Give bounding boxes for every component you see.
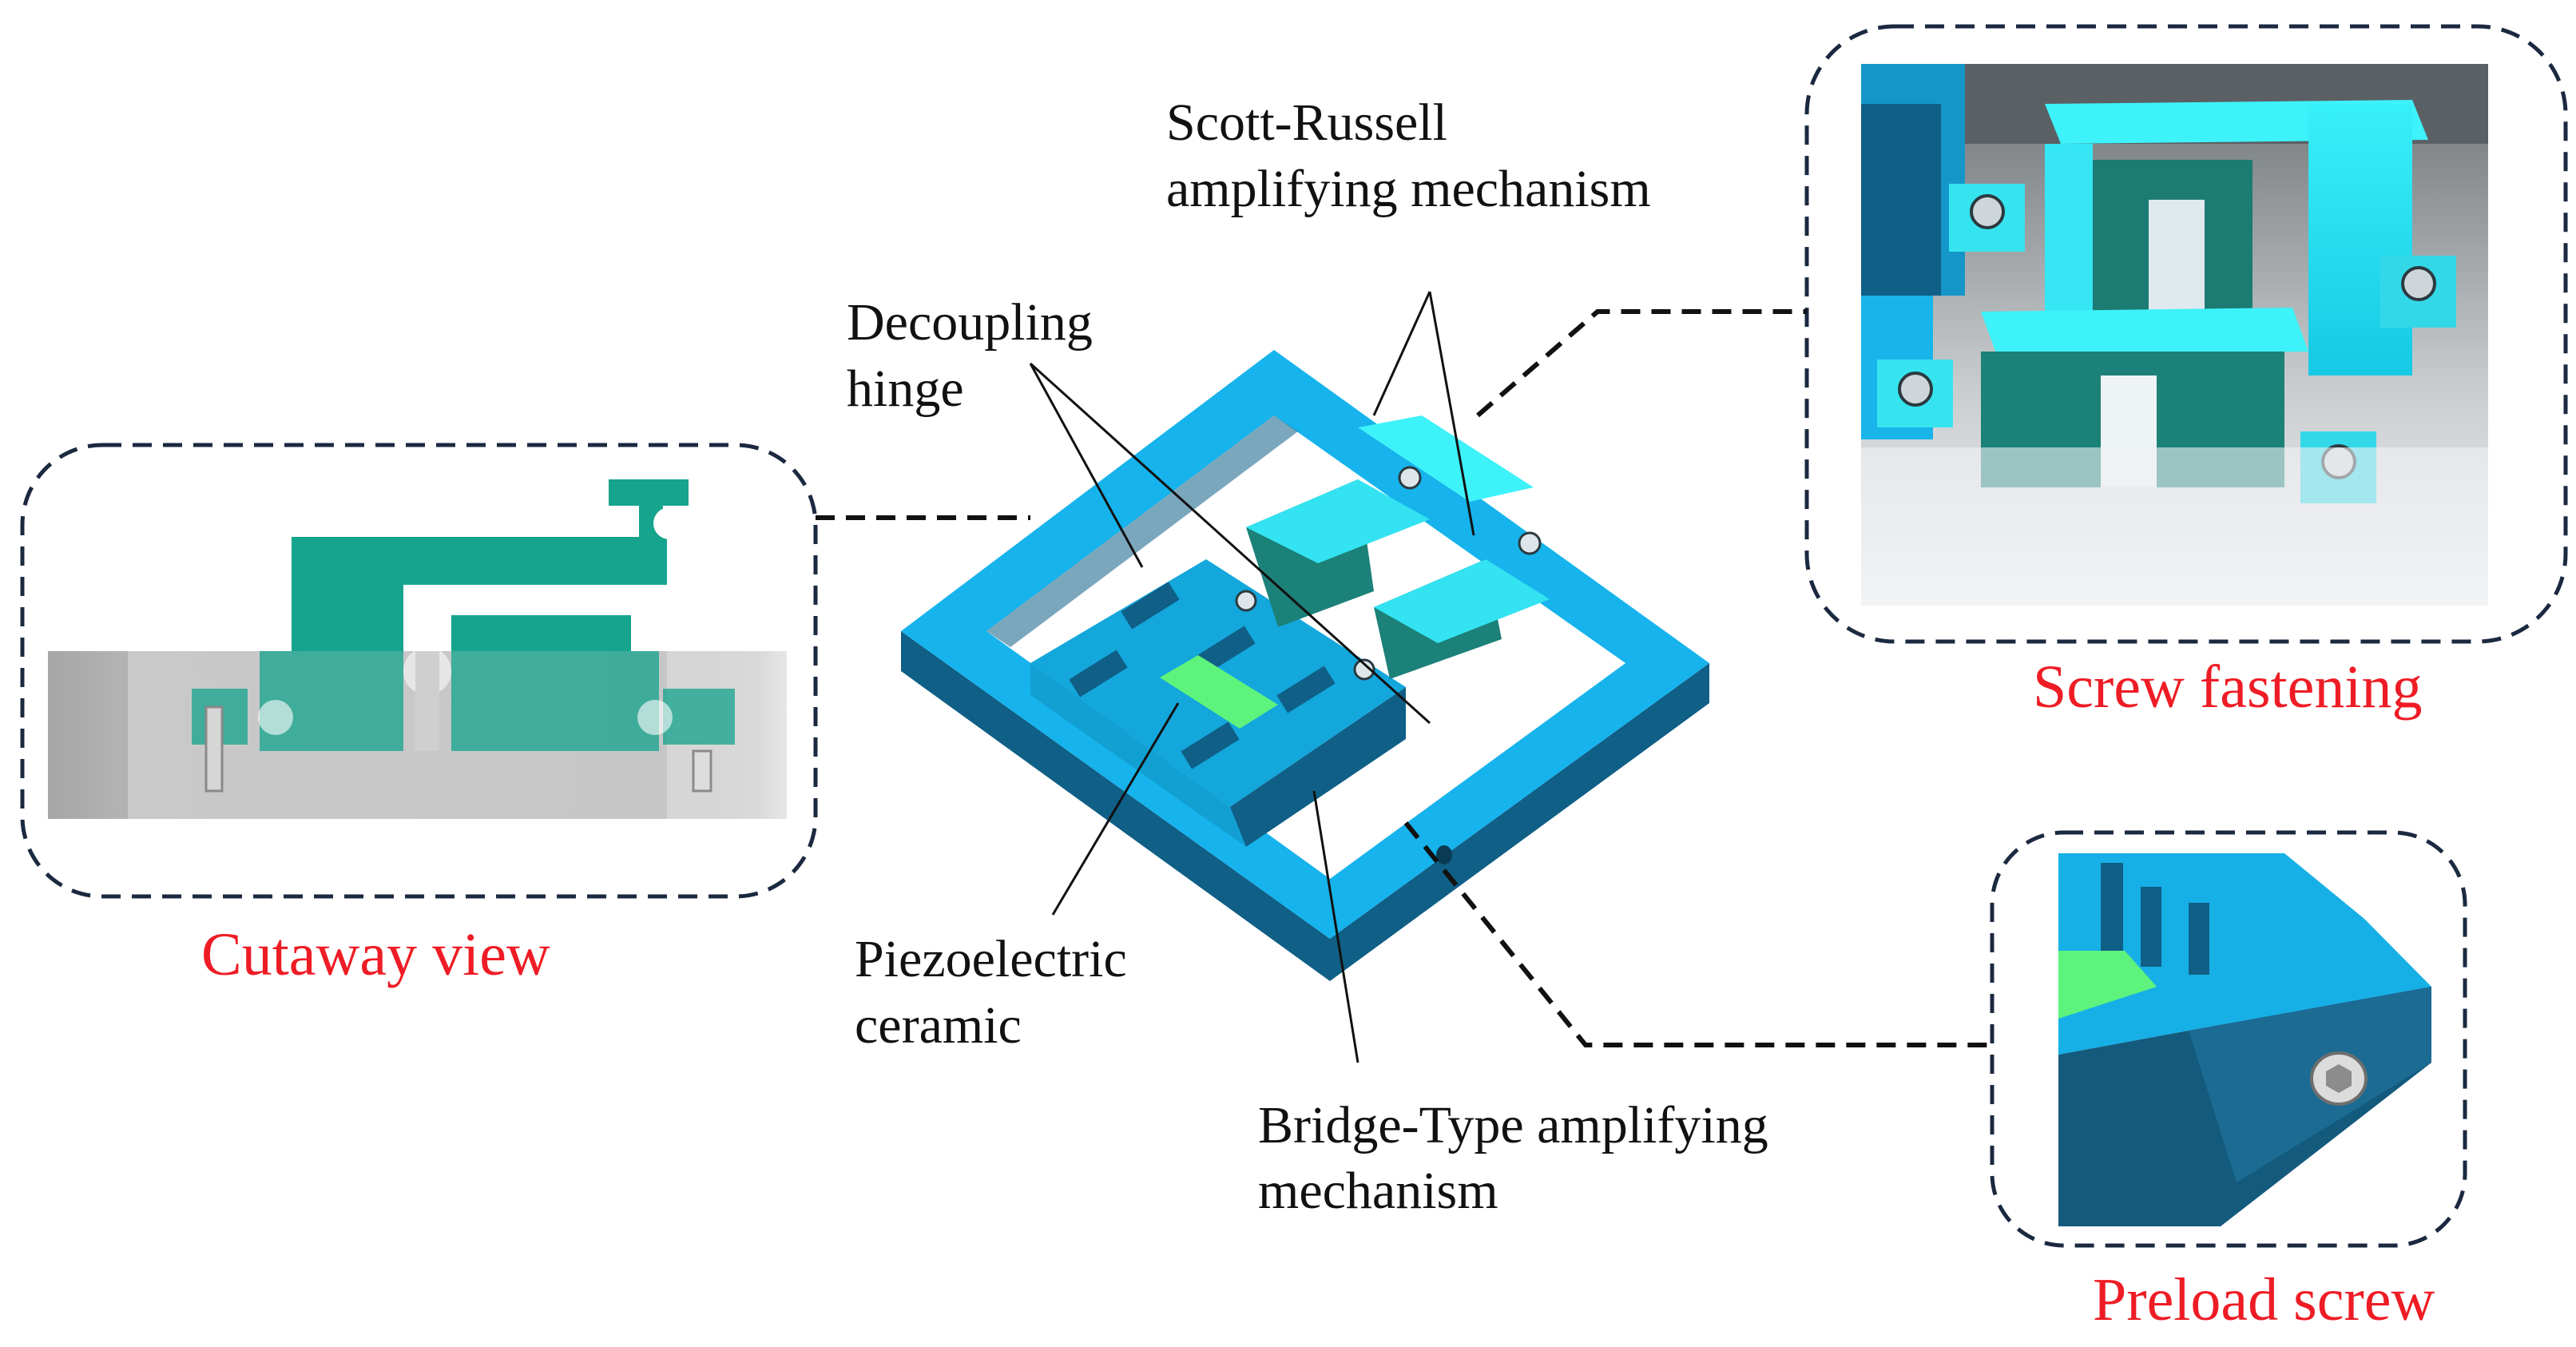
label-scott-russell-line1: Scott-Russell [1166,93,1447,152]
screw-pad-2 [1877,360,1953,427]
leader-piezo [1051,702,1180,916]
screw-fastening-box [1804,24,2568,644]
cutaway-screw-right [692,749,712,793]
cutaway-teal-lower [192,651,735,751]
connector-preload [1403,821,1992,1047]
screw-pad-1 [1949,184,2025,252]
preload-hole [1436,845,1452,864]
cutaway-panel [20,443,818,899]
caption-screw-fastening: Screw fastening [2033,654,2423,721]
screw-pad-3 [2380,256,2456,328]
frame-side [901,631,1709,981]
leader-bridge [1312,790,1359,1063]
label-bridge-line1: Bridge-Type amplifying [1258,1096,1768,1154]
leader-decoupling-2 [1029,362,1431,725]
piezo-ceramic [1160,655,1278,729]
leader-scott-1 [1372,291,1431,416]
bridge-type-mechanism [1030,559,1406,847]
label-decoupling-line2: hinge [847,360,964,418]
cutaway-screw-left [204,705,224,793]
main-assembly [901,350,1709,981]
leader-lines [1029,291,1475,1063]
scott-russell-mechanism [1235,415,1550,681]
preload-screw-box [1990,830,2467,1248]
caption-cutaway: Cutaway view [201,921,550,988]
preload-screw-head [2310,1051,2368,1106]
cutaway-box [20,443,818,899]
cutaway-teal-body [292,479,689,651]
leader-scott-2 [1428,291,1475,536]
preload-screw-panel [1990,830,2467,1248]
label-scott-russell-line2: amplifying mechanism [1166,160,1651,218]
label-decoupling-line1: Decoupling [847,293,1093,352]
leader-decoupling-1 [1029,363,1144,568]
label-piezo-line1: Piezoelectric [855,930,1127,988]
label-piezo-line2: ceramic [855,996,1022,1055]
label-bridge-line2: mechanism [1258,1162,1498,1220]
connector-screw [1476,309,1807,418]
caption-preload-screw: Preload screw [2093,1266,2435,1333]
connector-lines [816,309,1992,1047]
screw-fastening-panel [1804,24,2568,644]
